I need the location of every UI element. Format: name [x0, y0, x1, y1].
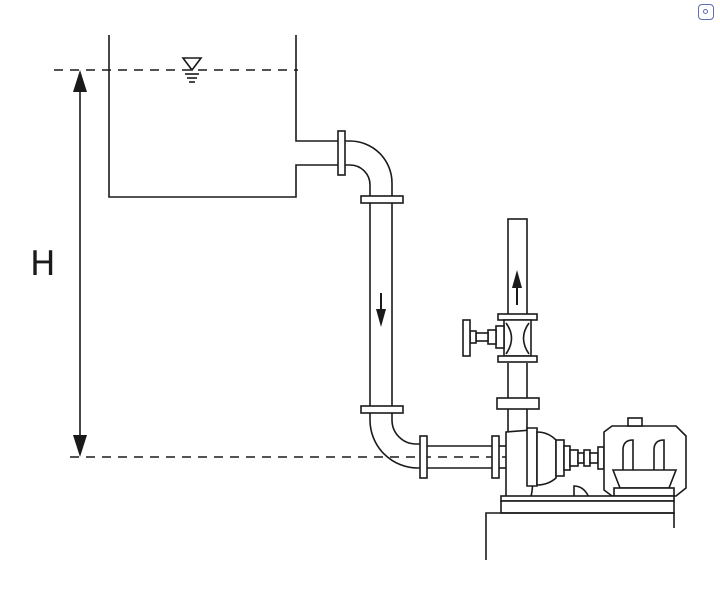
- head-dimension: [73, 70, 87, 457]
- lower-elbow: [369, 413, 420, 469]
- horizontal-suction-pipe: [427, 445, 492, 469]
- tank: [108, 35, 338, 198]
- upper-pipe-flange: [360, 195, 404, 204]
- head-label: H: [30, 244, 56, 284]
- pump-inlet-flange: [491, 435, 500, 479]
- base-plate: [485, 495, 675, 560]
- scan-icon-dot: [703, 9, 708, 14]
- discharge-valve: [462, 313, 538, 363]
- discharge-flange: [496, 397, 540, 410]
- scan-icon[interactable]: [698, 4, 714, 20]
- water-level-symbol: [181, 57, 203, 83]
- flow-arrow-up-icon: [512, 270, 522, 305]
- flow-arrow-down-icon: [376, 293, 386, 327]
- lower-pipe-flange: [360, 405, 404, 414]
- motor: [597, 417, 687, 497]
- tank-outlet-flange: [337, 130, 346, 176]
- pump-inlet-neck: [499, 445, 506, 469]
- elbow-outlet-flange: [419, 435, 428, 479]
- valve-handwheel: [462, 319, 471, 357]
- suction-pipe: [369, 203, 393, 406]
- upper-elbow: [345, 140, 393, 196]
